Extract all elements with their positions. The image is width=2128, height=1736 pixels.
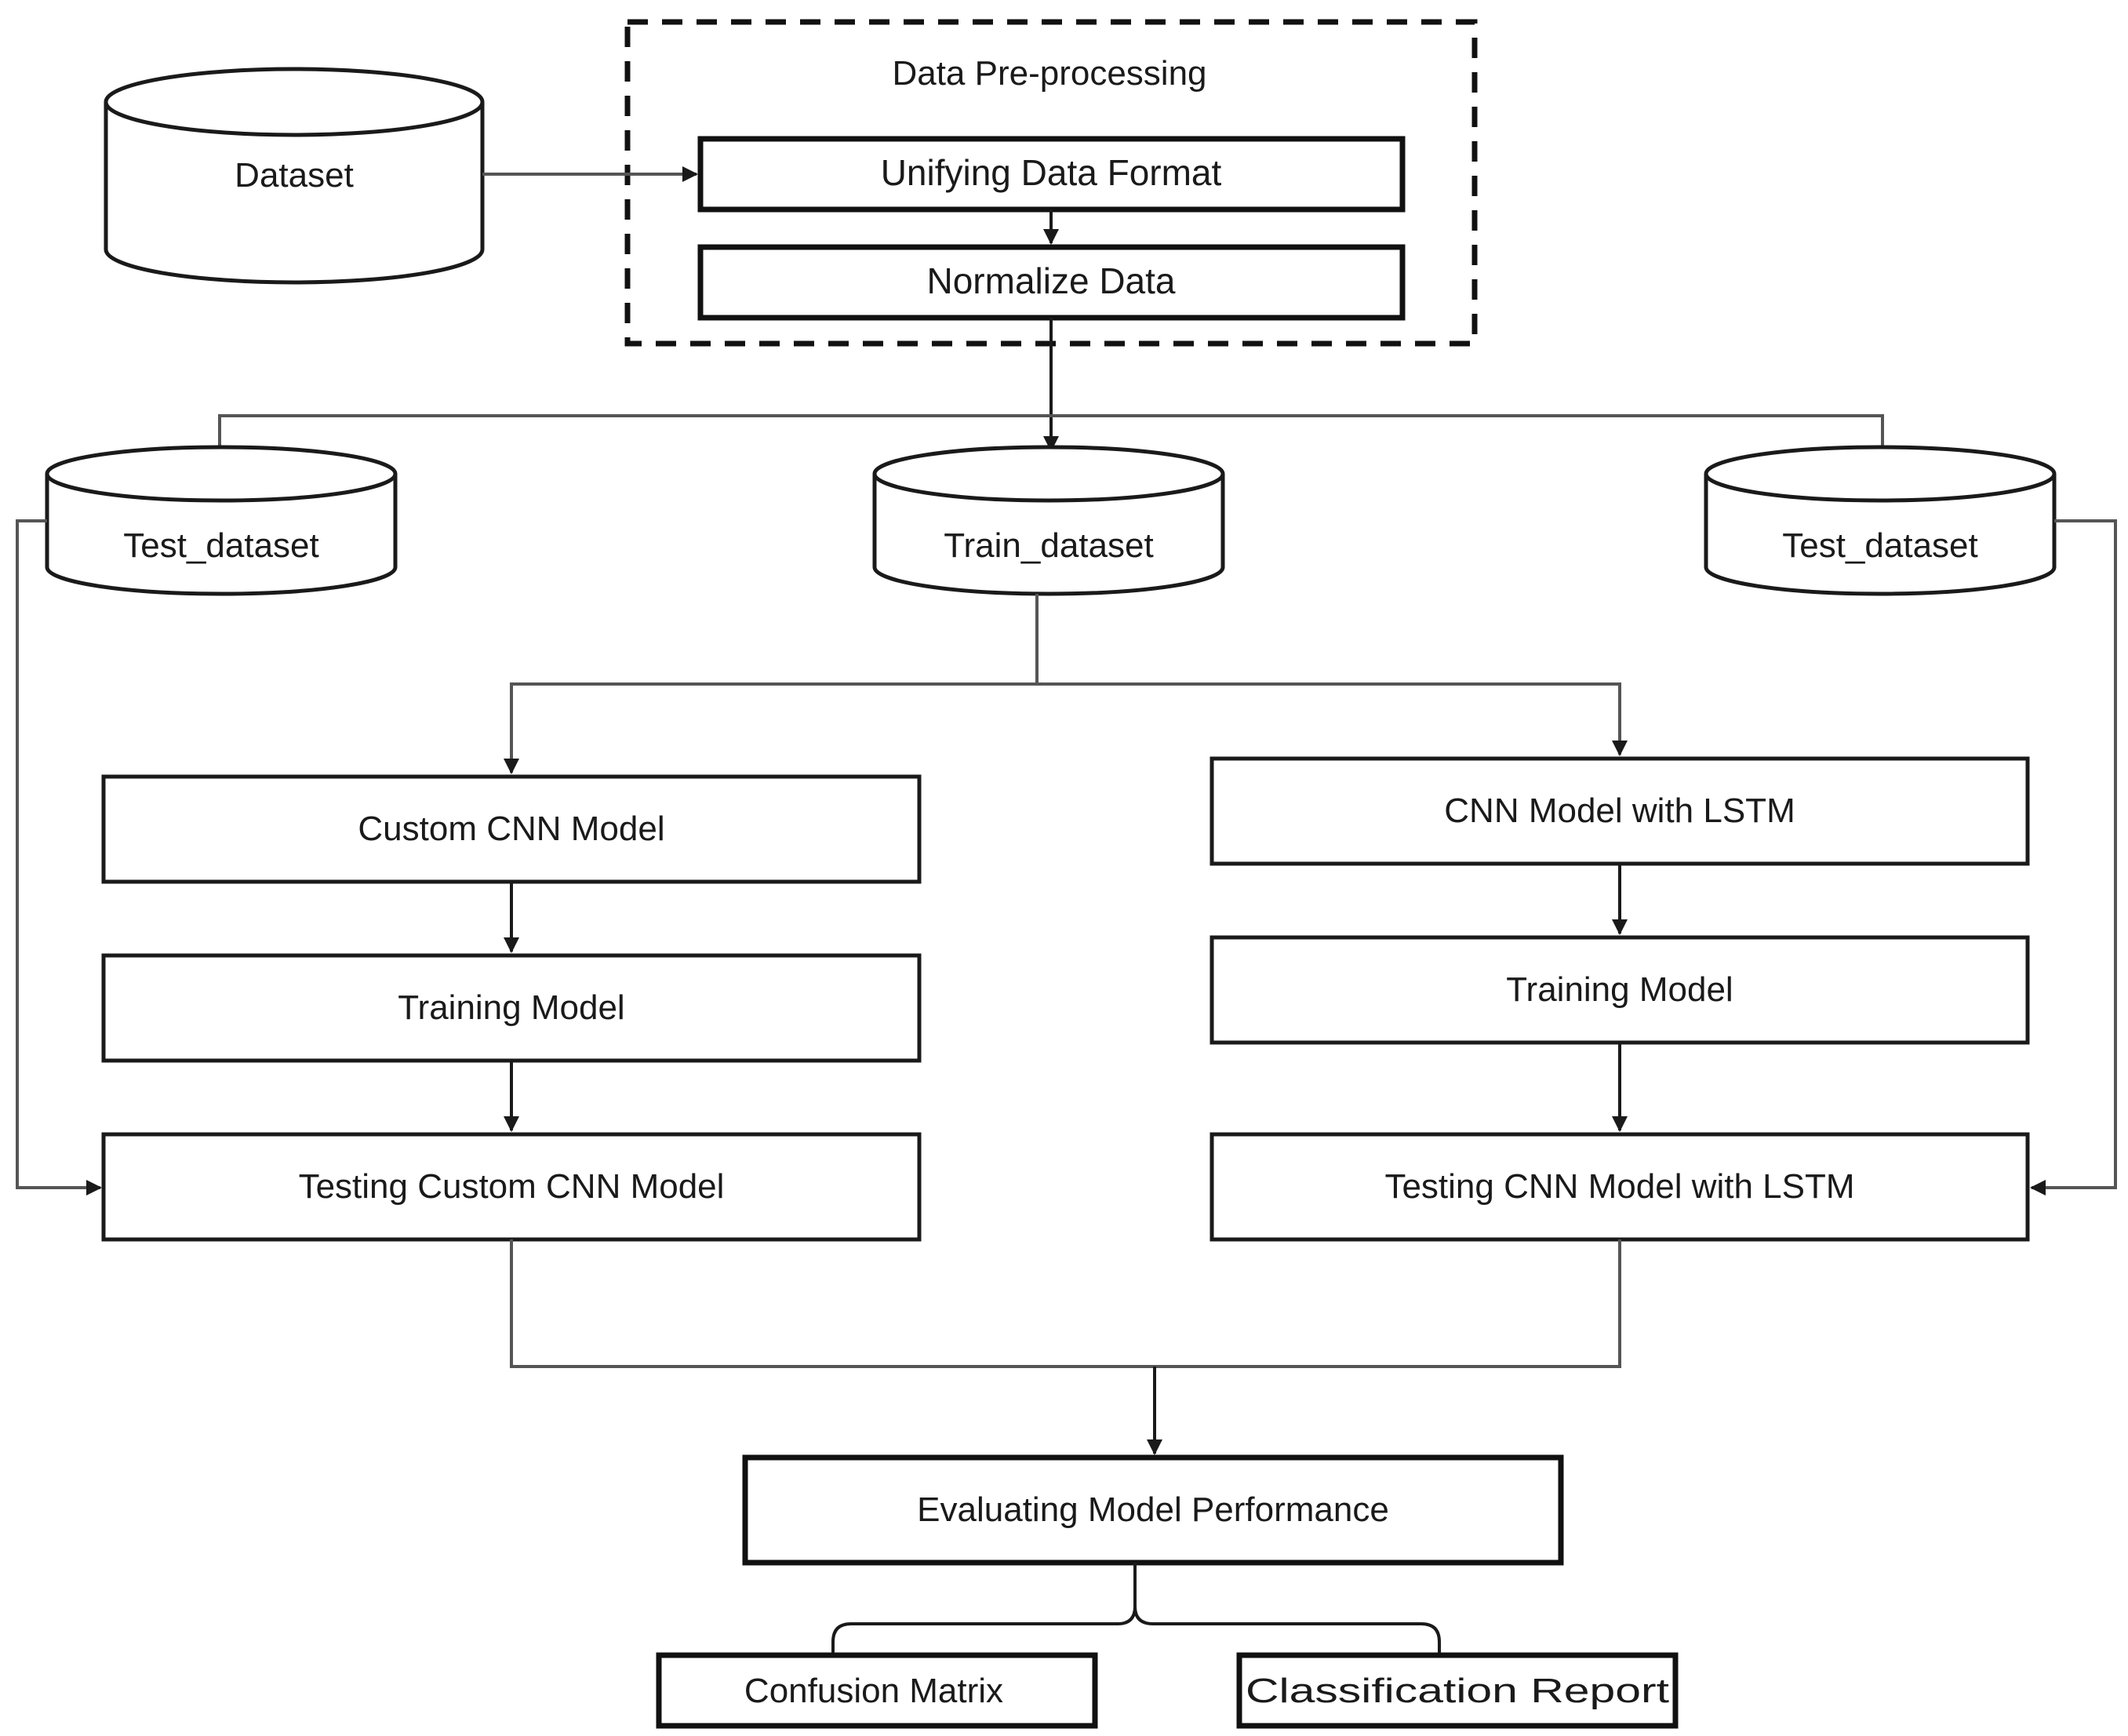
test-dataset-right-label: Test_dataset bbox=[1782, 526, 1978, 565]
testing-custom-cnn-label: Testing Custom CNN Model bbox=[299, 1167, 725, 1206]
dataset-cylinder: Dataset bbox=[104, 67, 485, 285]
connector-test-right-to-testing bbox=[2030, 519, 2117, 1196]
classification-report-label: Classification Report bbox=[1246, 1672, 1669, 1710]
test-dataset-left-label: Test_dataset bbox=[123, 526, 319, 565]
train-dataset-cylinder: Train_dataset bbox=[872, 445, 1225, 596]
testing-cnn-lstm-box: Testing CNN Model with LSTM bbox=[1210, 1132, 2030, 1242]
training-model-left-box: Training Model bbox=[101, 953, 922, 1063]
training-model-right-box: Training Model bbox=[1210, 935, 2030, 1045]
normalize-data-box: Normalize Data bbox=[697, 244, 1406, 321]
custom-cnn-model-box: Custom CNN Model bbox=[101, 774, 922, 884]
preprocessing-title: Data Pre-processing bbox=[892, 54, 1206, 93]
evaluating-performance-label: Evaluating Model Performance bbox=[917, 1490, 1389, 1529]
classification-report-box: Classification Report bbox=[1236, 1652, 1679, 1729]
connector-train-split bbox=[504, 594, 1039, 774]
test-dataset-right-cylinder: Test_dataset bbox=[1704, 445, 2057, 596]
training-model-left-label: Training Model bbox=[398, 988, 624, 1027]
unifying-data-format-box: Unifying Data Format bbox=[697, 136, 1406, 213]
training-model-right-label: Training Model bbox=[1506, 970, 1733, 1009]
train-dataset-label: Train_dataset bbox=[944, 526, 1153, 565]
connector-merge-bar bbox=[510, 1239, 1621, 1368]
testing-cnn-lstm-label: Testing CNN Model with LSTM bbox=[1384, 1167, 1854, 1206]
normalize-data-label: Normalize Data bbox=[927, 260, 1176, 301]
unifying-data-format-label: Unifying Data Format bbox=[881, 152, 1222, 193]
confusion-matrix-label: Confusion Matrix bbox=[744, 1672, 1003, 1710]
connector-test-left-to-testing bbox=[16, 519, 102, 1196]
connector-evaluation-brace bbox=[831, 1563, 1441, 1654]
evaluating-performance-box: Evaluating Model Performance bbox=[742, 1454, 1564, 1566]
connector-split-bar bbox=[218, 414, 1884, 450]
dataset-label: Dataset bbox=[235, 156, 354, 195]
cnn-lstm-model-label: CNN Model with LSTM bbox=[1444, 792, 1795, 830]
custom-cnn-model-label: Custom CNN Model bbox=[358, 810, 664, 848]
confusion-matrix-box: Confusion Matrix bbox=[656, 1652, 1098, 1729]
connector-train-to-lstm bbox=[1037, 682, 1628, 756]
cnn-lstm-model-box: CNN Model with LSTM bbox=[1210, 756, 2030, 866]
test-dataset-left-cylinder: Test_dataset bbox=[45, 445, 398, 596]
testing-custom-cnn-box: Testing Custom CNN Model bbox=[101, 1132, 922, 1242]
